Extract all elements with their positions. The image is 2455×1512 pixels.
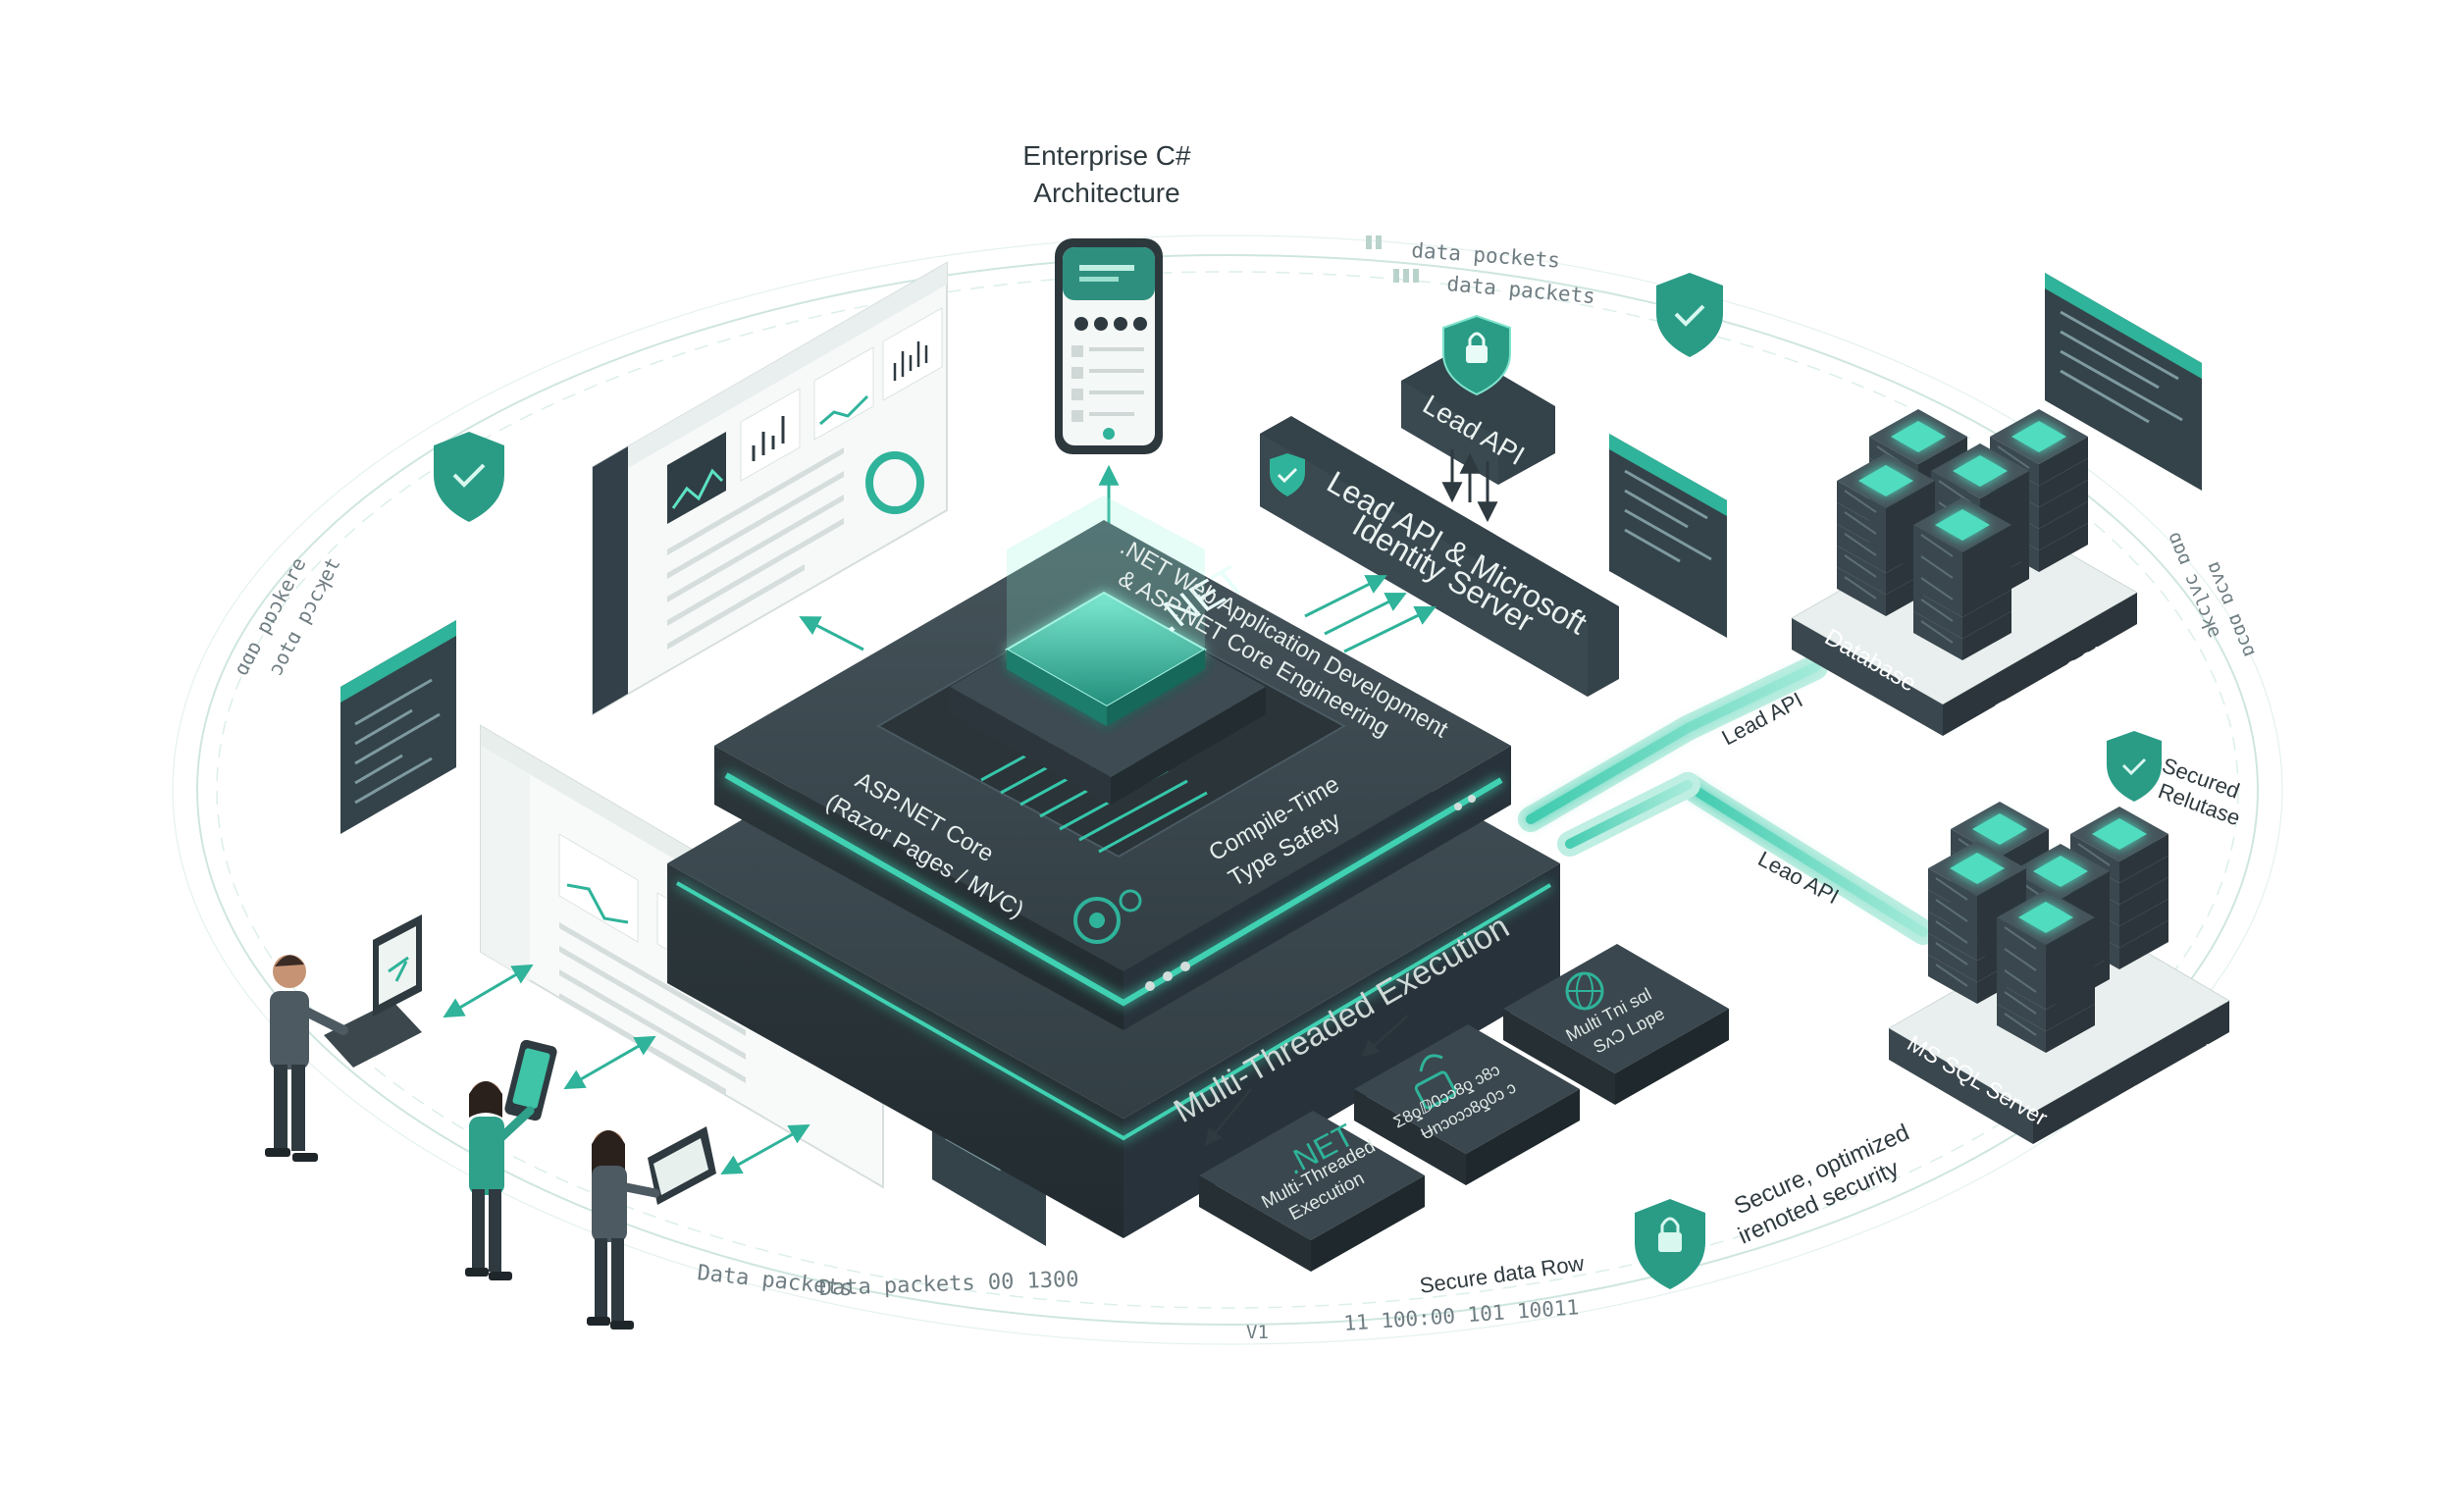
ring-label-bits-2: 11 100:00 101 10011: [1343, 1295, 1580, 1335]
module-net-execution: .NET Multi-Threaded Execution: [1199, 1111, 1425, 1272]
module-multi-tenant-globe: Multi Tni sɑl SʌƆ Lɒpe: [1503, 944, 1729, 1105]
data-pipes: Lead API Leao API: [1518, 654, 1936, 945]
shield-check-icon-left: [434, 432, 504, 522]
arrow-core-to-dashboard: [799, 616, 864, 652]
secure-flow-label: Secure data Row: [1418, 1251, 1586, 1298]
database-icon-2e: [1997, 890, 2095, 1053]
code-panel-left: [340, 620, 456, 834]
database-icon-1d: [1837, 453, 1935, 616]
ring-label-top-1: data pockets: [1411, 238, 1561, 273]
page-title: Enterprise C# Architecture: [1022, 140, 1191, 208]
code-panel-right: [2045, 273, 2202, 491]
dashboard-screen: [592, 261, 948, 716]
identity-arrows: [1304, 575, 1436, 653]
gear-icon: [1073, 889, 1142, 944]
svg-text:Enterprise C#: Enterprise C#: [1022, 140, 1191, 171]
db-stacks-1: [1837, 409, 2088, 660]
shield-check-icon-right: [2107, 731, 2162, 802]
globe-icon: [1565, 971, 1604, 1011]
db-stacks-2: [1928, 802, 2168, 1053]
person-mobile-user: [465, 1039, 557, 1280]
mobile-app-screen: [1055, 238, 1163, 454]
module-security-lock: Ʃ8ƍⅅ0ɔɔ8ƍ ɔ8ɔ Ʉnɔoɔɔ8ƍ0ɔ ɔ: [1354, 1024, 1580, 1185]
api-arrows: [1441, 449, 1498, 523]
module-arrows: [1204, 1015, 1409, 1146]
shield-check-icon-top: [1656, 273, 1723, 357]
person-tablet-user: [587, 1126, 716, 1330]
ring-dashes: [1366, 235, 1419, 283]
smartphone-icon: [504, 1039, 557, 1121]
shield-lock-icon-bottom: [1635, 1199, 1705, 1289]
orbit-rings: [172, 235, 2283, 1345]
svg-text:Architecture: Architecture: [1033, 178, 1179, 208]
database-icon-1e: [1913, 497, 2011, 660]
shield-lock-icon: [1442, 314, 1511, 396]
ring-label-top-2: data packets: [1446, 272, 1596, 308]
ring-label-bits-1: V1: [1246, 1322, 1269, 1343]
lock-icon: [1414, 1054, 1457, 1110]
code-panel-center: [1609, 434, 1727, 638]
person-developer-laptop: [265, 914, 422, 1162]
